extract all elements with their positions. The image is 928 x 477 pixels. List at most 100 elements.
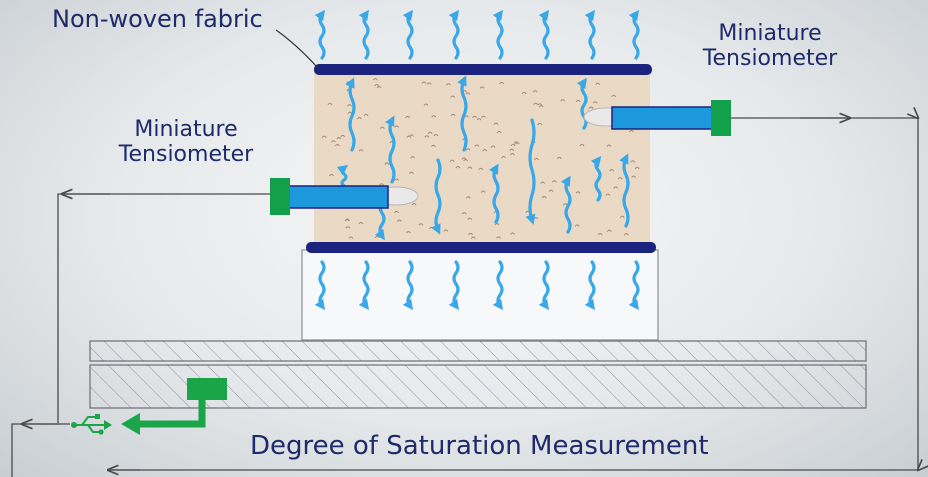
- soil-grain: [496, 130, 502, 134]
- soil-grain: [560, 99, 566, 102]
- soil-grain: [431, 115, 437, 118]
- flow-arrow-icon: [358, 260, 370, 311]
- soil-grain: [358, 149, 364, 152]
- flow-arrow-icon: [590, 156, 602, 202]
- soil-grain: [513, 141, 519, 144]
- soil-specimen: [314, 70, 650, 248]
- flow-arrow-icon: [628, 9, 640, 60]
- tensiometer-left-label: Miniature Tensiometer: [118, 117, 254, 167]
- soil-grain: [617, 177, 623, 180]
- soil-grain: [629, 129, 634, 133]
- flow-arrow-icon: [525, 118, 536, 225]
- soil-grain: [605, 193, 611, 196]
- soil-grain: [358, 221, 364, 225]
- soil-grain: [575, 191, 581, 194]
- soil-grain: [449, 159, 455, 162]
- soil-grain: [418, 223, 424, 226]
- soil-grain: [613, 186, 619, 189]
- sensor-arrowhead: [121, 413, 140, 435]
- soil-grain: [344, 218, 350, 222]
- soil-grain: [450, 95, 456, 98]
- tensiometer-right: [583, 100, 731, 136]
- soil-grain: [465, 196, 471, 199]
- soil-grain: [606, 144, 612, 147]
- flow-arrow-icon: [492, 9, 504, 60]
- soil-grain: [534, 157, 539, 161]
- flow-arrow-icon: [448, 9, 460, 60]
- soil-grain: [493, 122, 499, 125]
- soil-grain: [595, 82, 601, 85]
- tensiometer-right-label: Miniature Tensiometer: [702, 21, 838, 71]
- soil-grain: [480, 190, 486, 193]
- soil-grain: [532, 90, 538, 93]
- sensor-arrow-icon: [121, 378, 227, 435]
- flow-arrow-icon: [560, 175, 572, 234]
- soil-grain: [556, 156, 562, 160]
- soil-grain: [631, 175, 636, 178]
- soil-grain: [426, 82, 432, 85]
- soil-grain: [609, 168, 615, 172]
- soil-grain: [510, 232, 516, 235]
- soil-grain: [363, 113, 369, 117]
- soil-grain: [494, 222, 500, 226]
- tensiometer-left: [270, 178, 419, 215]
- soil-grain: [394, 178, 399, 181]
- soil-grain: [478, 167, 484, 171]
- wire-left-tensiometer: [57, 193, 270, 423]
- soil-grain: [611, 94, 617, 98]
- soil-grain: [372, 78, 378, 81]
- soil-grain: [348, 236, 354, 239]
- flow-arrow-icon: [488, 163, 500, 224]
- soil-grain: [421, 81, 427, 84]
- soil-grain: [501, 155, 506, 159]
- soil-grain: [467, 217, 473, 220]
- soil-grain: [548, 189, 554, 192]
- soil-grain: [490, 145, 496, 148]
- soil-grain: [499, 81, 505, 85]
- flow-arrow-icon: [314, 260, 326, 311]
- soil-grain: [481, 115, 486, 118]
- soil-grain: [482, 149, 488, 152]
- soil-grain: [406, 231, 411, 234]
- flow-arrow-icon: [619, 153, 630, 228]
- soil-grain: [510, 143, 516, 147]
- soil-grain: [445, 83, 451, 86]
- soil-grain: [597, 232, 603, 236]
- soil-grain: [479, 86, 485, 89]
- flow-arrow-icon: [402, 260, 414, 311]
- soil-grain: [540, 181, 546, 184]
- flow-arrow-icon: [457, 75, 468, 152]
- tensiometer-left-cap: [270, 178, 290, 215]
- tensiometer-left-tube: [287, 185, 389, 209]
- soil-grain: [588, 106, 594, 109]
- flow-arrow-icon: [385, 115, 396, 184]
- soil-grain: [410, 156, 415, 159]
- soil-grain: [374, 83, 380, 87]
- soil-grain: [562, 203, 568, 206]
- soil-grain: [541, 195, 547, 199]
- soil-grain: [461, 157, 467, 160]
- porous-base-box: [301, 249, 659, 341]
- soil-grain: [424, 135, 430, 138]
- soil-grain: [467, 166, 473, 169]
- fabric-leader-line: [275, 29, 319, 69]
- soil-grain: [592, 101, 598, 104]
- soil-grain: [394, 210, 399, 214]
- flow-arrow-icon: [538, 260, 550, 311]
- sensor-stem: [140, 399, 206, 428]
- soil-grain: [468, 232, 473, 236]
- tensiometer-right-cap: [711, 100, 731, 136]
- soil-grain: [579, 143, 585, 147]
- soil-grain: [321, 135, 327, 138]
- wire-usb-out: [11, 423, 70, 477]
- soil-grain: [538, 104, 544, 108]
- soil-grain: [340, 134, 346, 138]
- soil-grain: [630, 160, 636, 163]
- soil-grain: [356, 117, 362, 120]
- soil-grain: [336, 137, 342, 140]
- soil-grain: [461, 212, 467, 215]
- base-plate-upper: [89, 340, 867, 362]
- soil-grain: [405, 115, 410, 119]
